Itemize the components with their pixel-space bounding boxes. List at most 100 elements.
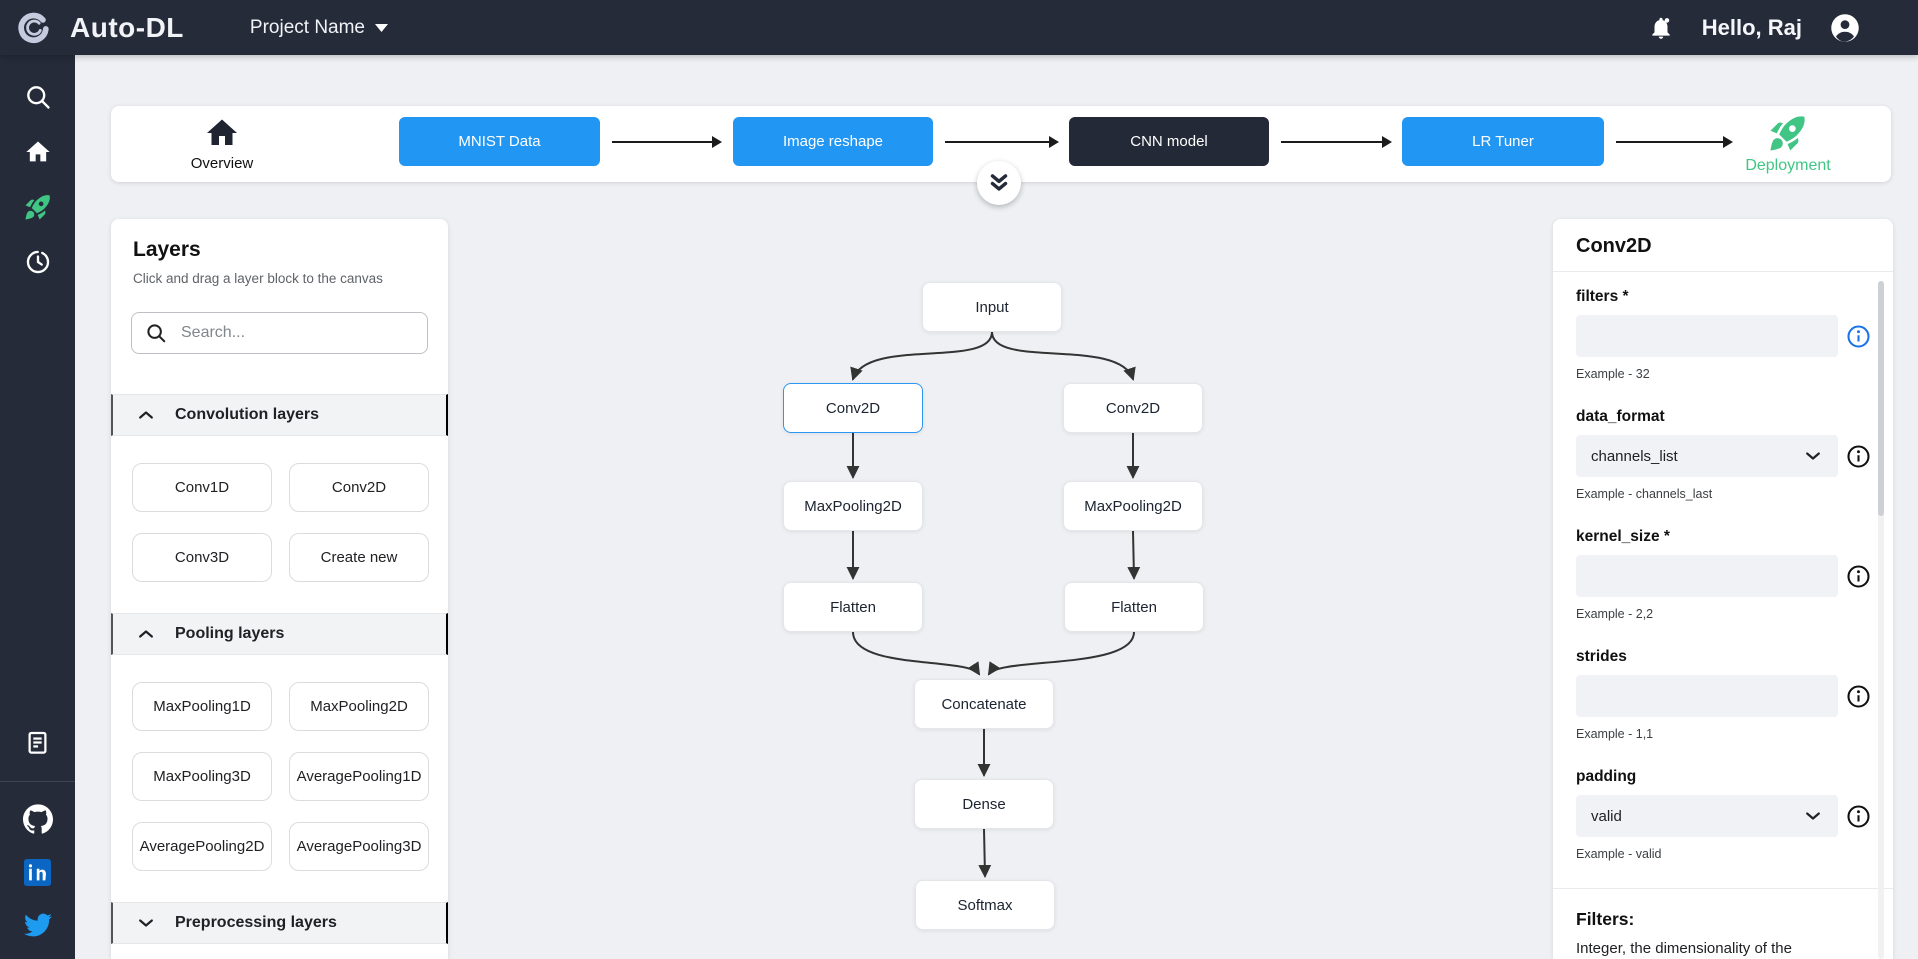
account-circle-icon[interactable] [1830,13,1860,43]
home-icon [204,119,240,154]
layer-block-conv2d[interactable]: Conv2D [289,463,429,512]
layer-block-averagepooling2d[interactable]: AveragePooling2D [132,822,272,871]
layer-grid: Conv1D Conv2D Conv3D Create new [111,436,448,613]
info-icon[interactable] [1846,684,1871,709]
canvas-node-conv2d-2[interactable]: Conv2D [1063,383,1203,433]
github-icon[interactable] [16,797,60,841]
section-header-convolution-layers[interactable]: Convolution layers [111,394,448,436]
canvas-node-dense[interactable]: Dense [914,779,1054,829]
info-icon[interactable] [1846,324,1871,349]
project-name-label: Project Name [249,16,366,38]
field-value: valid [1591,807,1622,825]
layer-block-create-new[interactable]: Create new [289,533,429,582]
pipeline-step-image-reshape[interactable]: Image reshape [733,117,933,166]
layers-search-input[interactable] [179,323,414,343]
chevron-down-icon [1803,446,1823,466]
edge-flatten-2-to-concatenate [987,631,1135,676]
caret-down-icon [375,23,389,32]
layer-block-maxpooling2d[interactable]: MaxPooling2D [289,682,429,731]
docs-heading: Filters: [1576,909,1635,929]
canvas-node-softmax[interactable]: Softmax [915,880,1055,930]
layers-panel-subtitle: Click and drag a layer block to the canv… [133,271,383,286]
field-value: channels_list [1591,447,1678,465]
search-icon[interactable] [16,75,60,119]
brand-title: Auto-DL [70,11,184,43]
edge-flatten-1-to-concatenate [852,631,981,676]
canvas-node-maxpooling2d-2[interactable]: MaxPooling2D [1063,481,1203,531]
field-kernel-size: kernel_size *Example - 2,2 [1576,528,1893,621]
notification-bell-icon[interactable] [1648,15,1674,41]
pipeline-step-deployment[interactable]: Deployment [1727,111,1849,176]
field-example: Example - valid [1576,847,1662,861]
chevron-up-icon [136,624,156,644]
canvas-node-conv2d-1[interactable]: Conv2D [783,383,923,433]
section-header-pooling-layers[interactable]: Pooling layers [111,613,448,655]
rocket-icon [1767,116,1809,157]
padding-select[interactable]: valid [1576,795,1838,837]
divider [1553,888,1893,889]
kernel-size-input[interactable] [1576,555,1838,597]
scrollbar-track [1878,281,1884,959]
field-label: data_format [1576,408,1665,425]
project-selector[interactable]: Project Name [244,16,394,40]
canvas-node-maxpooling2d-1[interactable]: MaxPooling2D [783,481,923,531]
pipeline-arrow [1616,135,1733,150]
info-icon[interactable] [1846,804,1871,829]
layers-panel: Layers Click and drag a layer block to t… [111,219,448,959]
info-icon[interactable] [1846,444,1871,469]
linkedin-icon[interactable] [16,850,60,894]
canvas-node-concatenate[interactable]: Concatenate [914,679,1054,729]
field-example: Example - 2,2 [1576,607,1654,621]
navbar: Auto-DL Project Name Hello, Raj [0,0,1918,55]
edge-input-to-conv2d-1 [850,331,993,381]
docs-text: Integer, the dimensionality of the [1576,940,1792,957]
layer-block-conv1d[interactable]: Conv1D [132,463,272,512]
strides-input[interactable] [1576,675,1838,717]
chevron-down-icon [136,913,156,933]
layer-block-averagepooling1d[interactable]: AveragePooling1D [289,752,429,801]
pipeline-step-cnn-model[interactable]: CNN model [1069,117,1269,166]
layer-block-maxpooling3d[interactable]: MaxPooling3D [132,752,272,801]
chevron-up-icon [136,405,156,425]
section-header-preprocessing-layers[interactable]: Preprocessing layers [111,902,448,944]
layer-block-conv3d[interactable]: Conv3D [132,533,272,582]
section-title: Pooling layers [175,625,285,642]
document-icon[interactable] [16,720,60,764]
layer-block-maxpooling1d[interactable]: MaxPooling1D [132,682,272,731]
canvas-node-input[interactable]: Input [922,282,1062,332]
canvas-node-flatten-2[interactable]: Flatten [1064,582,1204,632]
pipeline-step-mnist-data[interactable]: MNIST Data [399,117,600,166]
filters-input[interactable] [1576,315,1838,357]
twitter-icon[interactable] [16,903,60,947]
field-label: strides [1576,648,1627,665]
home-icon[interactable] [16,130,60,174]
chevron-down-icon [1803,806,1823,826]
data-format-select[interactable]: channels_list [1576,435,1838,477]
edge-dense-to-softmax [978,828,992,878]
double-chevron-down-icon[interactable] [977,161,1021,205]
canvas-node-flatten-1[interactable]: Flatten [783,582,923,632]
layers-panel-title: Layers [133,238,201,261]
layer-block-averagepooling3d[interactable]: AveragePooling3D [289,822,429,871]
inspector-docs: Filters: Integer, the dimensionality of … [1553,888,1893,959]
layers-search-box [131,312,428,354]
pipeline-arrow [1281,135,1392,150]
pipeline-step-overview[interactable]: Overview [167,114,277,173]
divider [1553,271,1893,272]
field-label: padding [1576,768,1637,785]
pipeline-arrow [945,135,1059,150]
info-icon[interactable] [1846,564,1871,589]
sidebar-divider [0,781,75,782]
rocket-icon[interactable] [16,185,60,229]
pipeline-arrow [612,135,722,150]
scrollbar-thumb[interactable] [1878,281,1884,516]
pipeline-step-lr-tuner[interactable]: LR Tuner [1402,117,1604,166]
field-example: Example - channels_last [1576,487,1713,501]
history-clock-icon[interactable] [16,240,60,284]
